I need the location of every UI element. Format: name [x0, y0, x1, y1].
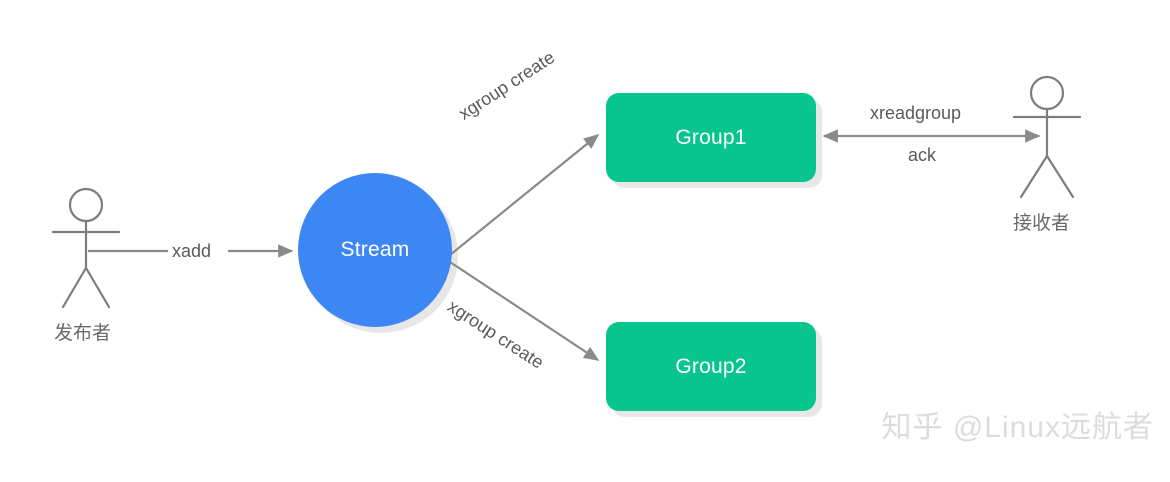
- stream-node[interactable]: [298, 173, 452, 327]
- actor-publisher[interactable]: [51, 187, 121, 309]
- edge-label-ack: ack: [904, 145, 941, 166]
- publisher-leg-left: [61, 266, 88, 309]
- receiver-head-icon: [1029, 75, 1065, 111]
- publisher-head-icon: [68, 187, 104, 223]
- actor-receiver[interactable]: [1012, 75, 1082, 199]
- watermark: 知乎 @Linux远航者: [881, 411, 1154, 444]
- group2-node[interactable]: [606, 322, 816, 411]
- group1-node[interactable]: [606, 93, 816, 182]
- publisher-caption: 发布者: [54, 323, 112, 344]
- publisher-leg-right: [84, 266, 111, 309]
- connector-layer: [88, 129, 1041, 361]
- receiver-leg-left: [1019, 154, 1049, 199]
- edge-label-xadd: xadd: [168, 241, 216, 262]
- receiver-leg-right: [1045, 154, 1075, 199]
- receiver-caption: 接收者: [1013, 213, 1071, 234]
- node-layer: [298, 93, 816, 411]
- edge-label-xreadgroup: xreadgroup: [866, 103, 966, 124]
- edge-xgroup-create-2: [449, 261, 600, 361]
- edge-xgroup-create-1: [449, 134, 600, 256]
